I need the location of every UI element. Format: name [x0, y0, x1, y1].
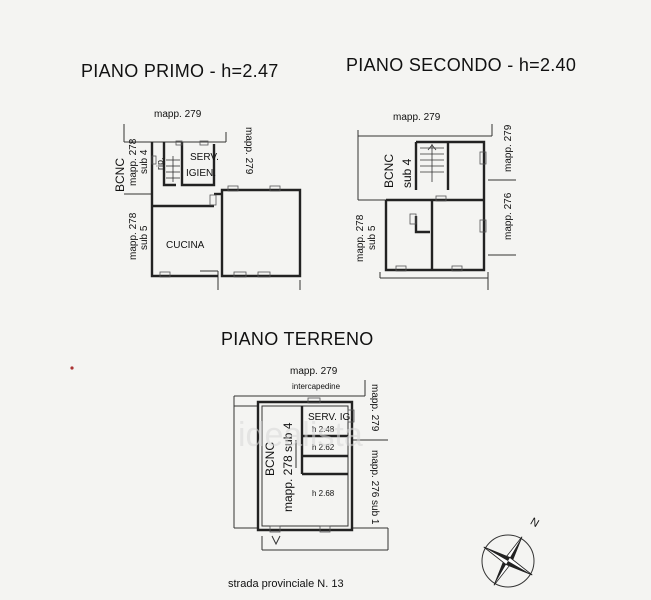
terreno-door-mark — [271, 535, 281, 546]
primo-label-mapp278-a: mapp. 278 — [128, 138, 139, 186]
secondo-windows — [395, 151, 487, 272]
stray-dot — [70, 366, 74, 370]
terreno-label-mapp279-top: mapp. 279 — [290, 366, 338, 377]
secondo-label-bcnc: BCNC — [382, 154, 396, 188]
primo-wall — [150, 142, 218, 278]
secondo-stair — [420, 144, 444, 182]
watermark-logo: idealista — [238, 416, 363, 454]
secondo-label-sub4: sub 4 — [400, 158, 414, 188]
secondo-wall — [384, 140, 486, 272]
primo-stair — [166, 156, 180, 182]
plan-piano-terreno: mapp. 279 intercapedine mapp. 279 mapp. … — [228, 366, 389, 590]
secondo-label-mapp276-right: mapp. 276 — [503, 192, 514, 240]
primo-label-sub4: sub 4 — [139, 149, 150, 174]
secondo-label-sub5: sub 5 — [367, 225, 378, 250]
terreno-windows — [269, 397, 355, 533]
primo-label-bcnc: BCNC — [113, 158, 127, 192]
terreno-label-intercapedine: intercapedine — [292, 382, 341, 391]
primo-windows — [151, 140, 281, 278]
terreno-label-mapp276-sub1: mapp. 276 sub 1 — [369, 450, 380, 525]
terreno-inner-line — [261, 405, 349, 527]
primo-label-mapp278-b: mapp. 278 — [128, 212, 139, 260]
terreno-label-mapp278-sub4: mapp. 278 sub 4 — [281, 422, 295, 512]
primo-room-right — [220, 188, 302, 278]
terreno-label-h248: h 2.48 — [312, 425, 335, 434]
primo-label-mapp279-top: mapp. 279 — [154, 109, 202, 120]
compass-circle — [481, 534, 535, 588]
title-piano-terreno: PIANO TERRENO — [221, 329, 374, 349]
primo-label-serv: SERV. — [190, 152, 219, 163]
primo-wall — [180, 142, 216, 187]
terreno-label-serv-ig: SERV. IG. — [308, 412, 353, 423]
plan-piano-primo: mapp. 279 mapp. 279 BCNC mapp. 278 sub 4… — [113, 109, 302, 290]
terreno-label-h262: h 2.62 — [312, 443, 335, 452]
compass-star — [483, 536, 533, 586]
title-piano-secondo: PIANO SECONDO - h=2.40 — [346, 55, 576, 75]
terreno-label-h268: h 2.68 — [312, 489, 335, 498]
compass-rose: N — [481, 516, 541, 588]
primo-label-mapp279-right: mapp. 279 — [243, 127, 254, 175]
primo-label-rip: rip. — [155, 157, 165, 170]
primo-label-igien: IGIEN. — [186, 168, 216, 179]
terreno-outer-wall — [256, 400, 354, 532]
primo-label-sub5: sub 5 — [139, 225, 150, 250]
terreno-label-mapp279-right: mapp. 279 — [369, 384, 380, 432]
secondo-label-mapp278: mapp. 278 — [355, 214, 366, 262]
primo-wall — [162, 142, 176, 187]
secondo-label-mapp279-top: mapp. 279 — [393, 112, 441, 123]
primo-label-cucina: CUCINA — [166, 240, 205, 251]
terreno-label-strada: strada provinciale N. 13 — [228, 578, 344, 590]
title-piano-primo: PIANO PRIMO - h=2.47 — [81, 61, 279, 81]
secondo-label-mapp279-right: mapp. 279 — [503, 124, 514, 172]
plan-piano-secondo: mapp. 279 mapp. 279 mapp. 276 BCNC sub 4… — [355, 112, 516, 290]
terreno-label-bcnc: BCNC — [263, 442, 277, 476]
